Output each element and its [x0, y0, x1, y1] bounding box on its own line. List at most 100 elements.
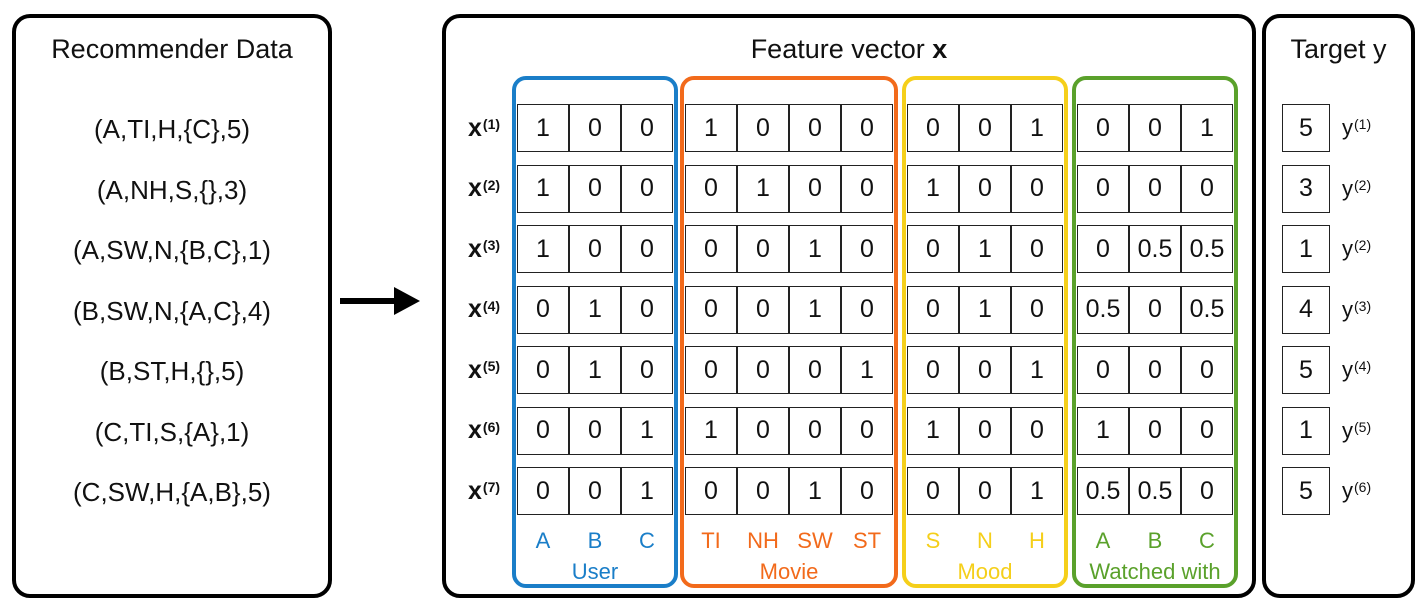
feature-cell: 0	[959, 346, 1011, 394]
feature-cell: 0	[841, 406, 893, 455]
feature-cell: 0.5	[1077, 467, 1129, 515]
feature-cell: 0	[789, 164, 841, 213]
row-symbol: x	[468, 416, 482, 444]
feature-cell: 0	[737, 104, 789, 152]
target-symbol: y	[1342, 175, 1353, 201]
feature-cell: 0	[621, 225, 673, 273]
target-cell: 1	[1282, 406, 1330, 455]
row-index: (6)	[482, 418, 501, 435]
group-box-mood	[902, 76, 1068, 588]
feature-cell: 1	[517, 164, 569, 213]
target-title: Target y	[1290, 34, 1387, 64]
feature-cell: 0	[841, 104, 893, 152]
feature-cell: 1	[789, 225, 841, 273]
feature-cell: 0	[907, 104, 959, 152]
column-label: TI	[701, 528, 721, 553]
feature-cell: 0	[1129, 164, 1181, 213]
target-symbol: y	[1342, 357, 1353, 382]
target-index: (5)	[1354, 418, 1372, 435]
feature-cell: 0	[907, 225, 959, 273]
feature-cell: 0	[517, 285, 569, 334]
row-index: (7)	[482, 479, 501, 495]
feature-cell: 0	[685, 285, 737, 334]
feature-cell: 1	[737, 164, 789, 213]
feature-row-label: x(2)	[468, 165, 500, 213]
group-box-movie	[680, 76, 898, 588]
feature-cell: 1	[907, 164, 959, 213]
recommender-row: (B,SW,N,{A,C},4)	[73, 295, 271, 326]
feature-cell: 0	[789, 346, 841, 394]
column-label: S	[925, 528, 941, 553]
recommender-row: (A,TI,H,{C},5)	[93, 114, 251, 144]
target-symbol: y	[1342, 236, 1353, 261]
feature-cell: 0	[569, 225, 621, 273]
recommender-row: (B,ST,H,{},5)	[99, 356, 245, 386]
recommender-data-panel: Recommender Data (A,TI,H,{C},5)(A,NH,S,{…	[12, 14, 332, 598]
feature-row-label: x(4)	[468, 286, 500, 334]
row-index: (3)	[482, 237, 501, 253]
row-index: (4)	[482, 297, 501, 314]
arrow-right-icon	[340, 287, 420, 315]
feature-cell: 0	[789, 104, 841, 152]
feature-cell: 1	[841, 346, 893, 394]
feature-vector-title: Feature vector x	[750, 34, 948, 64]
feature-cell: 0.5	[1129, 467, 1181, 515]
target-label: y(3)	[1342, 286, 1371, 334]
row-index: (5)	[482, 358, 501, 374]
target-label: y(6)	[1342, 467, 1371, 515]
target-label: y(4)	[1342, 346, 1371, 394]
feature-cell: 0	[517, 346, 569, 394]
feature-row-label: x(1)	[468, 104, 500, 152]
feature-vector-symbol: x	[932, 34, 948, 64]
feature-cell: 1	[1011, 346, 1063, 394]
target-index: (6)	[1354, 479, 1372, 495]
feature-cell: 0	[1129, 104, 1181, 152]
group-name: Watched with	[1089, 559, 1221, 584]
row-symbol: x	[468, 476, 482, 505]
feature-row-label: x(6)	[468, 407, 500, 455]
feature-cell: 0	[1011, 285, 1063, 334]
feature-cell: 0	[737, 225, 789, 273]
feature-cell: 0	[789, 406, 841, 455]
feature-cell: 1	[685, 104, 737, 152]
feature-cell: 0	[1181, 467, 1233, 515]
feature-cell: 0	[737, 346, 789, 394]
feature-cell: 0	[621, 346, 673, 394]
row-symbol: x	[468, 355, 482, 384]
feature-row-label: x(5)	[468, 346, 500, 394]
target-label: y(1)	[1342, 104, 1371, 152]
row-symbol: x	[468, 174, 482, 202]
feature-cell: 0	[1077, 104, 1129, 152]
feature-cell: 1	[1077, 406, 1129, 455]
target-label: y(2)	[1342, 225, 1371, 273]
target-cell: 5	[1282, 104, 1330, 152]
feature-cell: 1	[621, 467, 673, 515]
feature-cell: 0	[685, 467, 737, 515]
feature-cell: 0	[841, 467, 893, 515]
target-symbol: y	[1342, 296, 1353, 322]
column-label: B	[1147, 528, 1163, 553]
target-index: (2)	[1354, 237, 1372, 253]
feature-cell: 0	[907, 285, 959, 334]
feature-cell: 0	[841, 225, 893, 273]
feature-cell: 0	[1181, 346, 1233, 394]
feature-cell: 0.5	[1181, 285, 1233, 334]
column-label: ST	[852, 528, 882, 553]
target-cell: 4	[1282, 285, 1330, 334]
feature-cell: 0	[621, 285, 673, 334]
target-symbol: y	[1342, 478, 1353, 503]
recommender-row: (C,TI,S,{A},1)	[94, 416, 250, 447]
feature-cell: 0	[685, 346, 737, 394]
group-name: User	[571, 559, 619, 584]
column-label: C	[1199, 528, 1215, 553]
feature-row-label: x(3)	[468, 225, 500, 273]
target-cell: 5	[1282, 346, 1330, 394]
group-box-watched-with	[1072, 76, 1238, 588]
feature-cell: 0	[907, 346, 959, 394]
feature-cell: 0	[1011, 164, 1063, 213]
feature-cell: 1	[789, 285, 841, 334]
group-name: Mood	[957, 559, 1013, 584]
feature-cell: 0	[1129, 346, 1181, 394]
feature-cell: 0	[621, 104, 673, 152]
feature-row-label: x(7)	[468, 467, 500, 515]
